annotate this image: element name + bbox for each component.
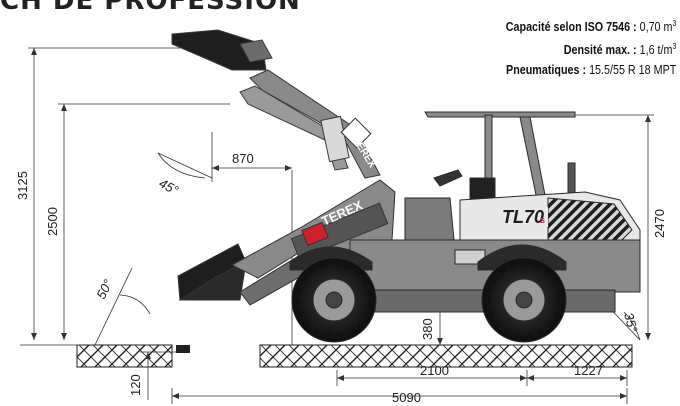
page-title: CH DE PROFESSION [0, 0, 301, 16]
dim-2470: 2470 [652, 209, 667, 238]
angle-35: 35° [621, 311, 641, 334]
spec-panel: Capacité selon ISO 7546 : 0,70 m3 Densit… [505, 14, 676, 80]
lowered-arm [177, 179, 396, 306]
spec-capacity: Capacité selon ISO 7546 : 0,70 m3 [505, 19, 676, 35]
angle-45: 45° [157, 175, 181, 197]
model-badge: TL70 [502, 207, 544, 227]
dim-3125: 3125 [15, 171, 30, 200]
ground-slab-right [259, 344, 633, 368]
ground-slab-left [76, 344, 173, 368]
dim-2500: 2500 [45, 207, 60, 236]
dim-1227: 1227 [574, 363, 603, 378]
dim-120: 120 [128, 374, 143, 396]
raised-arm [171, 29, 381, 179]
dim-5090: 5090 [392, 390, 421, 405]
dim-380: 380 [420, 318, 435, 340]
dim-870: 870 [232, 151, 254, 166]
spec-density: Densité max. : 1,6 t/m3 [563, 42, 676, 58]
model-suffix: s [540, 215, 545, 225]
angle-50: 50° [93, 277, 115, 301]
spec-tyres: Pneumatiques : 15.5/55 R 18 MPT [505, 63, 676, 78]
dim-2100: 2100 [420, 363, 449, 378]
